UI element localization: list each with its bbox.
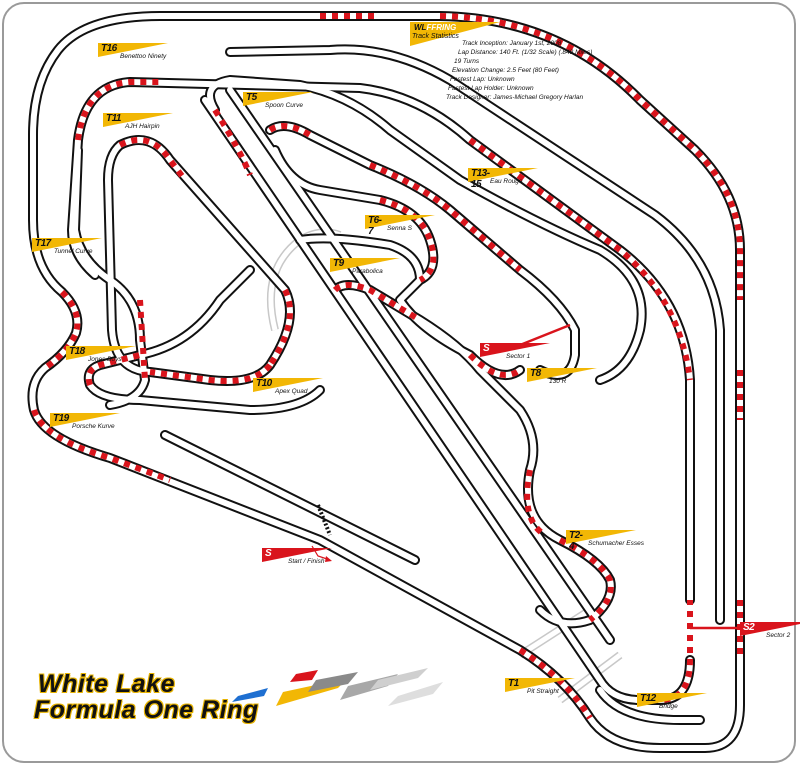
turn-flag-icon: [637, 693, 707, 707]
turn-name: 130 R: [549, 378, 567, 385]
turn-name: Bridge: [659, 703, 678, 710]
turn-number: T11: [106, 113, 122, 124]
sector-number: S: [265, 548, 272, 559]
turn-name: Jones Boys: [88, 356, 122, 363]
turn-name: Senna S: [387, 225, 412, 232]
stat-line: Elevation Change: 2.5 Feet (80 Feet): [452, 67, 559, 74]
turn-flag-icon: [243, 92, 313, 106]
turn-number: T13-15: [471, 168, 490, 190]
turn-number: T1: [508, 678, 519, 689]
sector-flag-icon: [480, 343, 550, 357]
turn-flag-icon: [98, 43, 168, 57]
turn-number: T5: [246, 92, 257, 103]
sector-name: Start / Finish: [288, 558, 325, 565]
stats-heading: Track Statistics: [412, 33, 459, 40]
sector-number: S2: [743, 622, 755, 633]
turn-flag-icon: [527, 368, 597, 382]
kerbs: [31, 13, 743, 720]
stat-line: Fastest Lap Holder: Unknown: [448, 85, 534, 92]
stat-line: Track Designer: James-Michael Gregory Ha…: [446, 94, 584, 101]
sector-name: Sector 1: [506, 353, 531, 360]
turn-number: T19: [53, 413, 69, 424]
turn-name: Spoon Curve: [265, 102, 303, 109]
turn-flag-icon: [365, 215, 435, 229]
logo-line-2: Formula One Ring: [34, 696, 259, 724]
turn-flag-icon: [505, 678, 575, 692]
sector-flag-icon: [262, 548, 332, 562]
brand-rest: FFRING: [426, 23, 457, 32]
start-finish-line: [316, 504, 332, 536]
turn-name: Tunnel Curve: [54, 248, 93, 255]
sector-1-line: [519, 323, 571, 347]
turn-flag-icon: [50, 413, 120, 427]
turn-flag-icon: [32, 238, 102, 252]
brand-prefix: WL: [414, 23, 427, 32]
turn-name: Benettoo Ninety: [120, 53, 167, 60]
turn-number: T9: [333, 258, 344, 269]
turn-name: Schumacher Esses: [588, 540, 644, 547]
sector-name: Sector 2: [766, 632, 791, 639]
turn-name: Pit Straight: [527, 688, 559, 695]
stat-line: Fastest Lap: Unknown: [450, 76, 515, 83]
stat-line: 19 Turns: [454, 58, 480, 65]
turn-number: T16: [101, 43, 117, 54]
turn-name: AJH Hairpin: [125, 123, 160, 130]
sector-flag-icon: [740, 622, 800, 636]
turn-number: T12: [640, 693, 656, 704]
turn-flag-icon: [330, 258, 400, 272]
turn-name: Apex Quad: [275, 388, 308, 395]
turn-flag-icon: [468, 168, 538, 182]
turn-number: T18: [69, 346, 85, 357]
turn-flag-icon: [566, 530, 636, 544]
turn-name: Parabolica: [352, 268, 383, 275]
logo-flag-stripes: [232, 668, 443, 706]
turn-name: Porsche Kurve: [72, 423, 115, 430]
turn-number: T6-7: [368, 215, 382, 237]
turn-name: Eau Rouge: [490, 178, 523, 185]
turn-flag-icon: [103, 113, 173, 127]
turn-number: T17: [35, 238, 51, 249]
turn-number: T8: [530, 368, 541, 379]
sector-number: S: [483, 343, 490, 354]
logo-line-1: White Lake: [38, 670, 175, 698]
stat-line: Track Inception: January 1st, 2008: [462, 40, 562, 47]
turn-flag-icon: [66, 346, 136, 360]
stat-line: Lap Distance: 140 Ft. (1/32 Scale) (.848…: [458, 49, 593, 56]
stats-flag-icon: [410, 22, 500, 46]
turn-number: T2-4: [569, 530, 583, 552]
turn-number: T10: [256, 378, 272, 389]
turn-flag-icon: [253, 378, 323, 392]
